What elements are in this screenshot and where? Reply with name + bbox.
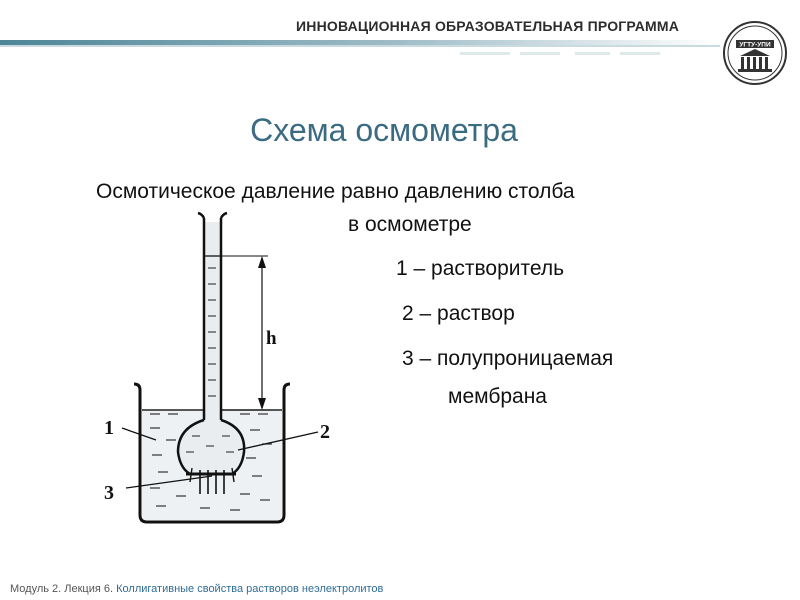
statement-line-2: в осмометре <box>348 213 472 236</box>
slide-title: Схема осмометра <box>250 112 518 148</box>
osmometer-diagram: h 1 2 3 <box>96 205 346 524</box>
program-title: ИННОВАЦИОННАЯ ОБРАЗОВАТЕЛЬНАЯ ПРОГРАММА <box>296 18 680 34</box>
footer-module: Модуль 2. Лекция 6. <box>10 583 114 595</box>
statement-line-1: Осмотическое давление равно давлению сто… <box>96 180 575 203</box>
beaker <box>133 382 291 524</box>
header-band <box>0 40 720 55</box>
label-solution: 2 <box>320 421 330 443</box>
osmosis-arrows <box>199 470 225 494</box>
university-logo-icon: УГТУ-УПИ <box>723 21 787 85</box>
label-solvent: 1 <box>104 417 114 439</box>
legend-item-membrane: 3 – полупроницаемая <box>402 347 614 370</box>
legend-item-membrane-cont: мембрана <box>448 385 547 408</box>
label-membrane: 3 <box>104 482 114 504</box>
solution-hatching <box>186 267 234 453</box>
footer-topic: Коллигативные свойства растворов неэлект… <box>116 583 384 595</box>
legend-item-solution: 2 – раствор <box>402 302 515 325</box>
legend-item-solvent: 1 – растворитель <box>396 257 565 280</box>
logo-text: УГТУ-УПИ <box>739 42 771 49</box>
footer: Модуль 2. Лекция 6. Коллигативные свойст… <box>10 583 383 595</box>
height-label: h <box>266 328 277 349</box>
